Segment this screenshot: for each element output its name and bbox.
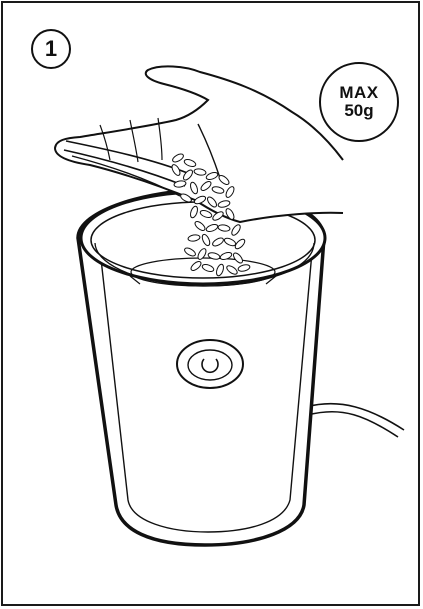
max-label: MAX xyxy=(339,84,378,102)
max-capacity-badge: MAX 50g xyxy=(319,62,399,142)
power-button[interactable] xyxy=(177,340,243,388)
step-number-badge: 1 xyxy=(31,29,71,69)
step-number: 1 xyxy=(45,36,57,62)
max-amount: 50g xyxy=(344,102,373,120)
power-cord xyxy=(306,404,404,437)
